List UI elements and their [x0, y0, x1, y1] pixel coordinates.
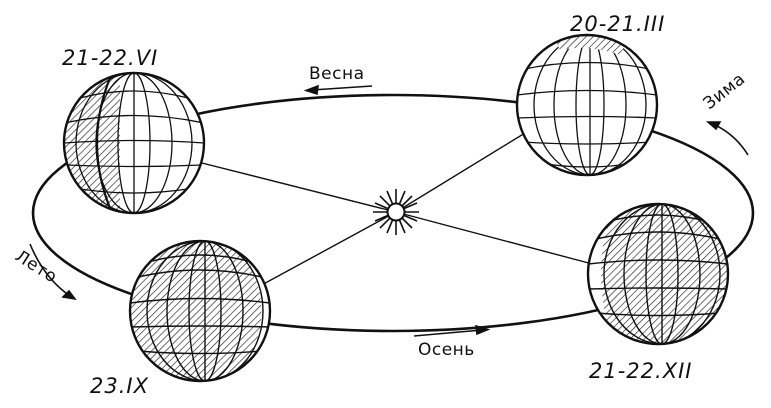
sun-icon	[373, 189, 419, 235]
globe-september-icon	[130, 241, 275, 381]
globe-march-icon	[517, 35, 657, 175]
season-label-winter: Зима	[700, 69, 750, 114]
globe-june-icon	[60, 70, 204, 220]
season-label-spring: Весна	[309, 64, 365, 84]
date-label-december: 21-22.XII	[589, 359, 692, 383]
date-label-june: 21-22.VI	[62, 46, 158, 70]
season-label-autumn: Осень	[418, 340, 475, 360]
date-label-september: 23.IX	[90, 374, 149, 398]
date-label-march: 20-21.III	[570, 12, 665, 36]
winter-arrow-icon	[708, 122, 748, 155]
spring-arrow-icon	[306, 86, 372, 94]
globe-december-icon	[586, 204, 728, 344]
